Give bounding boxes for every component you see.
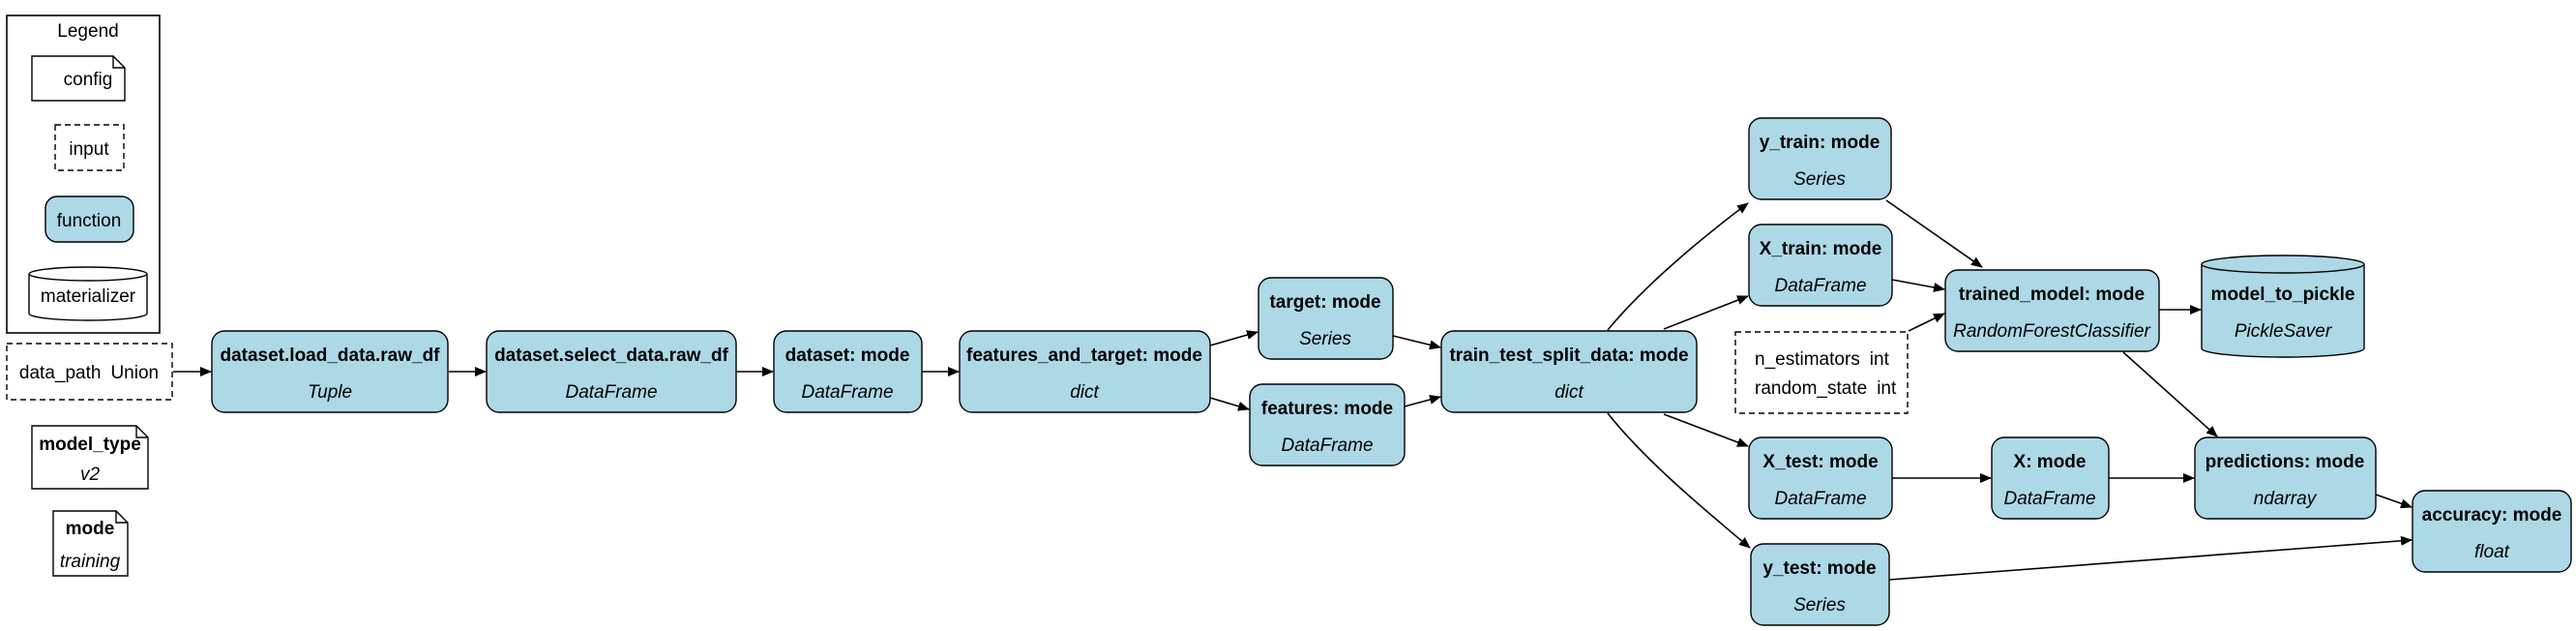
node-trained-model-title: trained_model: mode	[1959, 285, 2145, 305]
legend-input-label: input	[69, 139, 109, 160]
node-predictions-type: ndarray	[2254, 489, 2318, 509]
materializer-model-to-pickle[interactable]: model_to_pickle PickleSaver	[2201, 255, 2365, 358]
edge-features-and-target-to-target	[1209, 330, 1258, 346]
node-load-data[interactable]: dataset.load_data.raw_df Tuple	[211, 330, 449, 413]
node-y-train-type: Series	[1793, 169, 1846, 190]
node-y-test-type: Series	[1793, 595, 1846, 616]
legend-materializer-shape	[28, 266, 148, 321]
legend-materializer-label: materializer	[41, 286, 136, 307]
node-train-test-split[interactable]: train_test_split_data: mode dict	[1440, 330, 1698, 413]
node-features[interactable]: features: mode DataFrame	[1249, 383, 1406, 466]
legend-function-label: function	[57, 211, 122, 231]
node-x-train[interactable]: X_train: mode DataFrame	[1748, 224, 1893, 307]
legend-config-label: config	[64, 70, 113, 90]
legend-input-shape	[54, 124, 125, 171]
config-model-type-title: model_type	[39, 435, 141, 455]
materializer-model-to-pickle-title: model_to_pickle	[2211, 285, 2355, 305]
node-x-train-type: DataFrame	[1774, 276, 1866, 296]
edge-trained-model-to-predictions	[2122, 351, 2218, 437]
node-x[interactable]: X: mode DataFrame	[1991, 436, 2110, 520]
node-trained-model[interactable]: trained_model: mode RandomForestClassifi…	[1944, 269, 2160, 352]
node-features-and-target[interactable]: features_and_target: mode dict	[959, 330, 1211, 413]
node-accuracy[interactable]: accuracy: mode float	[2412, 490, 2572, 573]
node-features-type: DataFrame	[1281, 436, 1373, 456]
edge-y-train-to-trained-model	[1885, 199, 1983, 268]
node-select-data-title: dataset.select_data.raw_df	[494, 346, 729, 366]
edge-split-to-y-train	[1607, 202, 1749, 331]
edge-target-to-split	[1392, 335, 1441, 350]
edge-split-to-x-test	[1663, 413, 1749, 447]
node-y-test-title: y_test: mode	[1762, 558, 1876, 579]
node-dataset-title: dataset: mode	[785, 346, 910, 366]
legend-function-shape	[44, 195, 134, 243]
node-accuracy-type: float	[2474, 542, 2510, 562]
node-load-data-title: dataset.load_data.raw_df	[220, 346, 440, 366]
node-select-data[interactable]: dataset.select_data.raw_df DataFrame	[486, 330, 737, 413]
node-target-type: Series	[1299, 329, 1351, 349]
node-dataset[interactable]: dataset: mode DataFrame	[773, 330, 923, 413]
legend-title: Legend	[57, 21, 118, 42]
edge-y-test-to-accuracy	[1888, 535, 2413, 581]
node-trained-model-type: RandomForestClassifier	[1953, 321, 2150, 342]
node-predictions-title: predictions: mode	[2206, 452, 2365, 472]
edge-x-train-to-trained-model	[1891, 279, 1945, 292]
node-x-type: DataFrame	[2003, 489, 2095, 509]
materializer-model-to-pickle-type: PickleSaver	[2235, 321, 2332, 342]
edge-split-to-x-train	[1663, 295, 1749, 330]
config-model-type-value: v2	[80, 465, 101, 485]
node-x-title: X: mode	[2014, 452, 2087, 472]
node-features-title: features: mode	[1261, 399, 1393, 419]
edge-predictions-to-accuracy	[2375, 494, 2413, 509]
node-features-and-target-title: features_and_target: mode	[966, 346, 1202, 366]
node-train-test-split-type: dict	[1554, 382, 1584, 403]
node-predictions[interactable]: predictions: mode ndarray	[2194, 436, 2377, 520]
node-dataset-type: DataFrame	[801, 382, 893, 403]
node-y-train[interactable]: y_train: mode Series	[1748, 117, 1892, 200]
config-mode: mode training	[52, 510, 129, 577]
config-mode-value: training	[60, 552, 121, 572]
node-x-train-title: X_train: mode	[1760, 239, 1882, 259]
node-y-test[interactable]: y_test: mode Series	[1750, 543, 1890, 626]
config-mode-title: mode	[66, 519, 115, 539]
legend: Legend config input function materialize…	[6, 15, 161, 334]
edge-hyperparams-to-trained-model	[1908, 313, 1945, 332]
edges	[173, 199, 2413, 581]
node-x-test-type: DataFrame	[1774, 489, 1866, 509]
node-y-train-title: y_train: mode	[1760, 133, 1880, 153]
node-select-data-type: DataFrame	[565, 382, 657, 403]
node-x-test[interactable]: X_test: mode DataFrame	[1748, 436, 1893, 520]
node-x-test-title: X_test: mode	[1762, 452, 1878, 472]
node-load-data-type: Tuple	[308, 382, 352, 403]
node-accuracy-title: accuracy: mode	[2422, 505, 2562, 526]
legend-config-shape	[31, 55, 126, 102]
edge-split-to-y-test	[1607, 412, 1751, 549]
node-train-test-split-title: train_test_split_data: mode	[1449, 346, 1688, 366]
node-target[interactable]: target: mode Series	[1258, 277, 1394, 360]
edge-features-to-split	[1404, 395, 1441, 407]
node-features-and-target-type: dict	[1070, 382, 1099, 403]
edge-features-and-target-to-features	[1209, 397, 1250, 411]
node-target-title: target: mode	[1269, 292, 1380, 313]
config-model-type: model_type v2	[31, 425, 149, 490]
